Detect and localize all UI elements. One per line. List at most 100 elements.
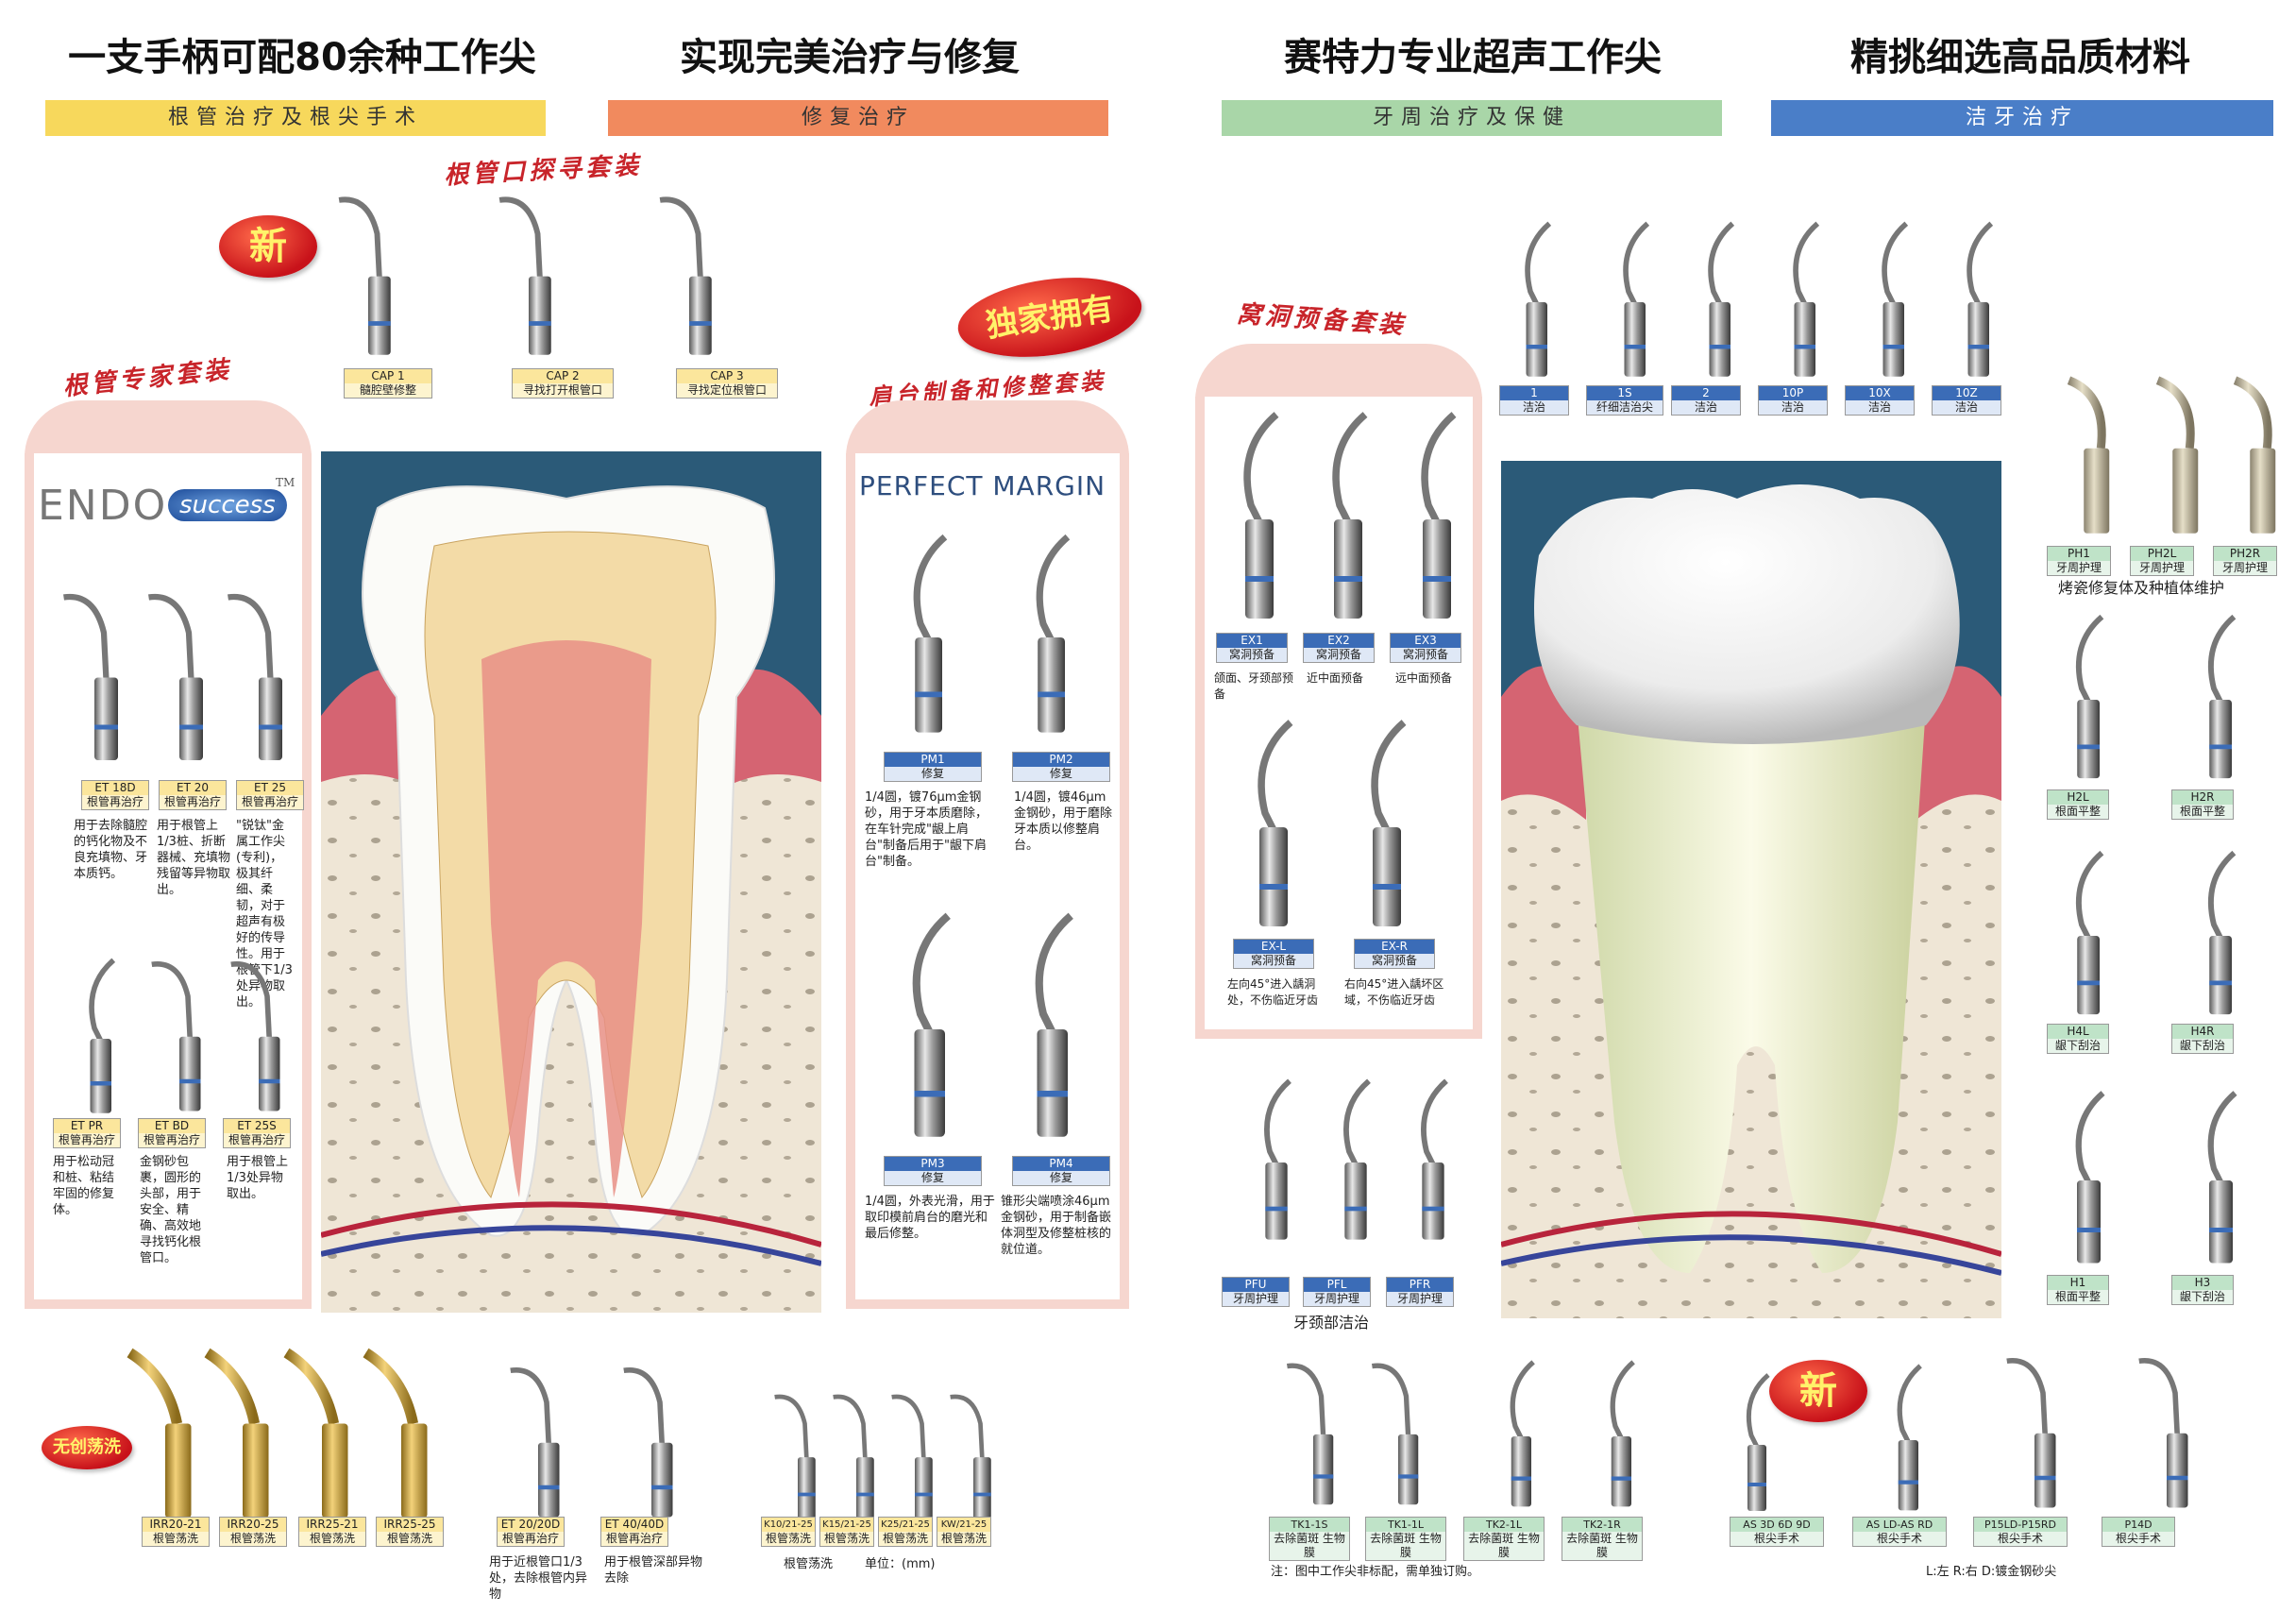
tip-2-icon (1680, 217, 1747, 387)
tk1-1s-tip-icon (1271, 1356, 1356, 1517)
cavity-panel (1195, 397, 1482, 1039)
pfl-tip-icon (1316, 1054, 1382, 1271)
banner-perio: 牙周治疗及保健 (1222, 100, 1722, 136)
tip-10x-icon (1854, 217, 1920, 387)
h4r-tip-icon (2162, 846, 2266, 1026)
pm3-tip-icon (869, 907, 972, 1152)
pm4-tip-icon (991, 907, 1095, 1152)
tk2-1l-tip-icon (1473, 1356, 1558, 1517)
pm1-desc: 1/4圆，镀76μm金钢砂，用于牙本质磨除，在车针完成"龈上肩台"制备后用于"龈… (865, 790, 988, 869)
pfu-tip-icon (1237, 1054, 1303, 1271)
k10-tip-icon (765, 1388, 831, 1530)
margin-panel-cap (846, 400, 1129, 457)
pfr-tip-icon (1393, 1054, 1460, 1271)
as-3d-tip-icon (1699, 1369, 1803, 1520)
exclusive-badge: 独家拥有 (953, 266, 1147, 368)
ph2l-tip-icon (2141, 374, 2217, 544)
tk2-1r-tip-icon (1573, 1356, 1658, 1517)
cap2-tip-icon (472, 189, 585, 368)
et20-desc: 用于根管上1/3桩、折断器械、充填物残留等异物取出。 (157, 819, 231, 897)
ex-l-desc: 左向45°进入龋洞处，不伤临近牙齿 (1227, 977, 1319, 1007)
kw-tip-icon (940, 1388, 1006, 1530)
unit-note: 单位：(mm) (865, 1557, 936, 1571)
tooth-cross-section-figure (321, 451, 821, 1313)
new-badge-2: 新 (1769, 1360, 1867, 1422)
tk-note: 注：图中工作尖非标配，需单独订购。 (1271, 1565, 1480, 1579)
h3-tip-icon (2162, 1086, 2266, 1275)
ex2-tip-icon (1297, 406, 1382, 633)
irr20-21-tip-icon (123, 1341, 208, 1530)
etbd-desc: 金钢砂包裹，圆形的头部，用于安全、精确、高效地寻找钙化根管口。 (140, 1155, 202, 1265)
headline-2: 实现完美治疗与修复 (680, 36, 1020, 79)
headline-1: 一支手柄可配80余种工作尖 (68, 36, 536, 79)
h2r-tip-icon (2162, 610, 2266, 789)
h4l-tip-icon (2030, 846, 2134, 1026)
endo-kit-title: 根管专家套装 (61, 355, 234, 402)
ex2-desc: 近中面预备 (1307, 671, 1364, 685)
tip-1s-icon (1595, 217, 1662, 387)
irr25-25-tip-icon (359, 1341, 444, 1530)
etbd-tip-icon (142, 954, 217, 1124)
h1-tip-icon (2030, 1086, 2134, 1275)
new-badge-1: 新 (219, 215, 317, 278)
ex-r-tip-icon (1331, 714, 1426, 941)
pf-caption: 牙颈部洁治 (1293, 1314, 1370, 1332)
p15ld-tip-icon (1983, 1350, 2086, 1520)
pm2-desc: 1/4圆，镀46μm金钢砂，用于磨除牙本质以修整肩台。 (1014, 790, 1113, 853)
cavity-kit-title: 窝洞预备套装 (1235, 299, 1408, 341)
h2l-tip-icon (2030, 610, 2134, 789)
headline-3: 赛特力专业超声工作尖 (1284, 36, 1662, 79)
et40-40d-desc: 用于根管深部异物去除 (604, 1555, 703, 1586)
pm2-tip-icon (991, 529, 1095, 746)
irr20-25-tip-icon (200, 1341, 285, 1530)
et20-20d-tip-icon (491, 1360, 585, 1530)
pm3-desc: 1/4圆，外表光滑，用于取印模前肩台的磨光和最后修整。 (865, 1195, 995, 1241)
pm1-tip-icon (869, 529, 972, 746)
irrigation-badge: 无创荡洗 (42, 1426, 132, 1469)
ph-caption: 烤瓷修复体及种植体维护 (2058, 579, 2225, 597)
p14d-tip-icon (2115, 1350, 2219, 1520)
et20-20d-desc: 用于近根管口1/3处，去除根管内异物 (489, 1555, 588, 1602)
etpr-tip-icon (57, 954, 132, 1124)
et25-tip-icon (221, 585, 296, 774)
ex-r-desc: 右向45°进入龋坏区域，不伤临近牙齿 (1344, 977, 1444, 1007)
ph2r-tip-icon (2219, 374, 2294, 544)
ex1-tip-icon (1208, 406, 1293, 633)
cap-kit-title: 根管口探寻套装 (443, 151, 643, 191)
etpr-desc: 用于松动冠和桩、粘结牢固的修复体。 (53, 1155, 115, 1217)
